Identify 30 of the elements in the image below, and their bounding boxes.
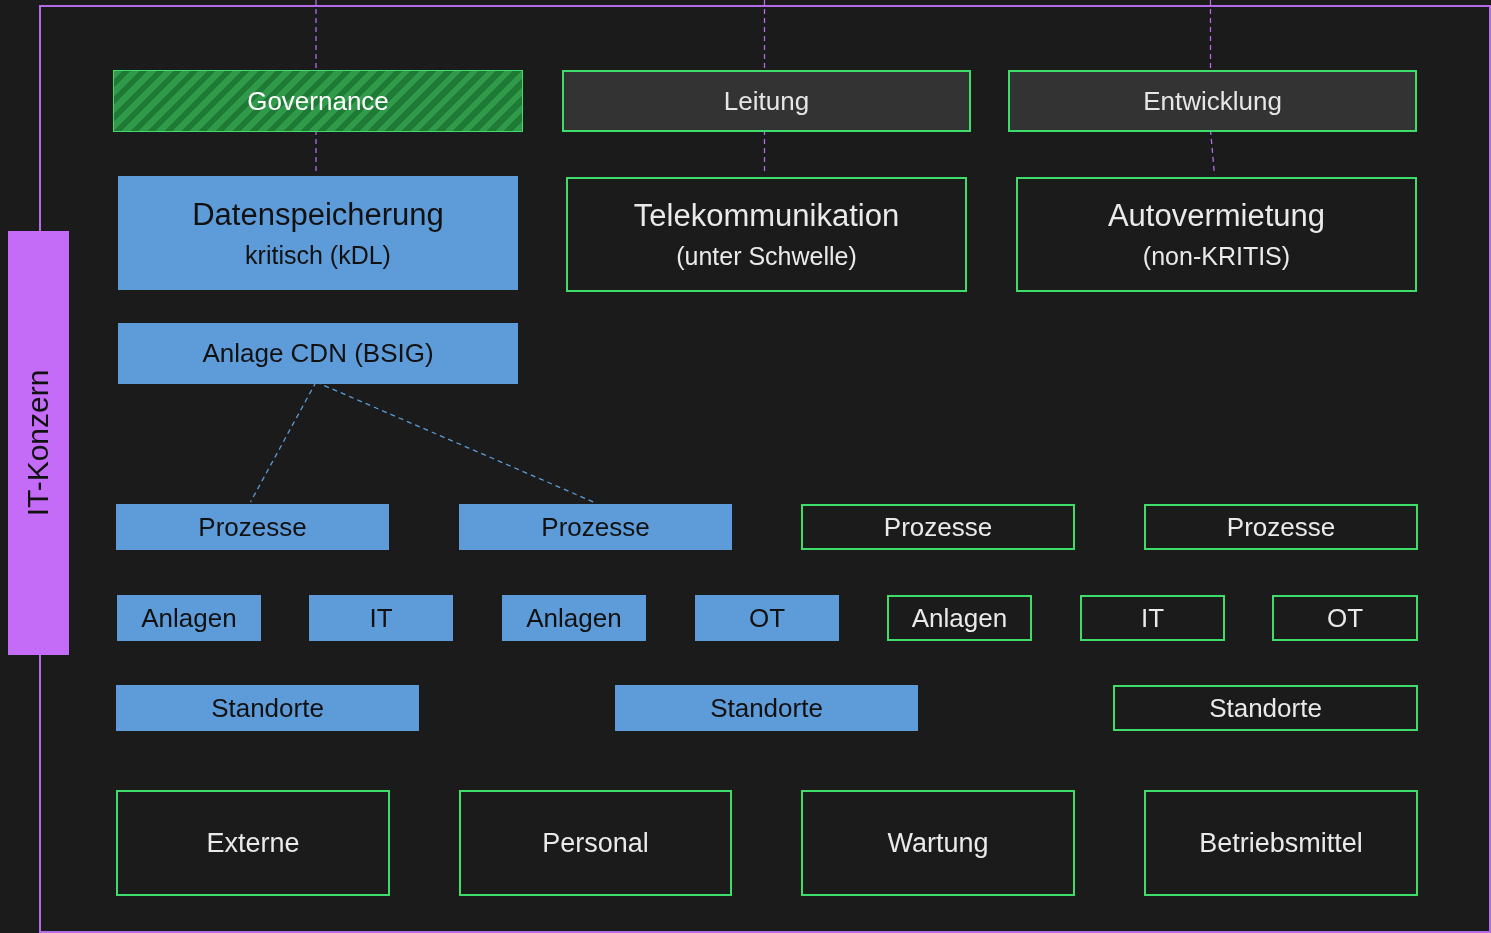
process-box: IT (309, 595, 453, 641)
header-box: Leitung (562, 70, 971, 132)
dashed-connector (315, 0, 317, 69)
process-box: Betriebsmittel (1144, 790, 1418, 896)
process-box: OT (1272, 595, 1418, 641)
header-box: Governance (113, 70, 523, 132)
process-box: Autovermietung (non-KRITIS) (1016, 177, 1417, 292)
process-box: Anlagen (502, 595, 646, 641)
process-box: Telekommunikation (unter Schwelle) (566, 177, 967, 292)
dashed-connector (249, 381, 317, 503)
process-box: Personal (459, 790, 732, 896)
group-label: IT-Konzern (8, 231, 69, 655)
process-box: Prozesse (1144, 504, 1418, 550)
dashed-connector (1209, 0, 1212, 69)
process-box: Externe (116, 790, 390, 896)
process-box: Wartung (801, 790, 1075, 896)
process-box: Anlagen (117, 595, 261, 641)
process-box: Standorte (615, 685, 918, 731)
process-box: Prozesse (116, 504, 389, 550)
process-box: Prozesse (801, 504, 1075, 550)
process-box: Standorte (116, 685, 419, 731)
process-box: OT (695, 595, 839, 641)
process-box: Anlage CDN (BSIG) (118, 323, 518, 384)
process-box: IT (1080, 595, 1225, 641)
header-box: Entwicklung (1008, 70, 1417, 132)
process-box: Anlagen (887, 595, 1032, 641)
process-box: Standorte (1113, 685, 1418, 731)
process-box: Prozesse (459, 504, 732, 550)
process-box: Datenspeicherung kritisch (kDL) (118, 176, 518, 290)
dashed-connector (763, 0, 766, 69)
